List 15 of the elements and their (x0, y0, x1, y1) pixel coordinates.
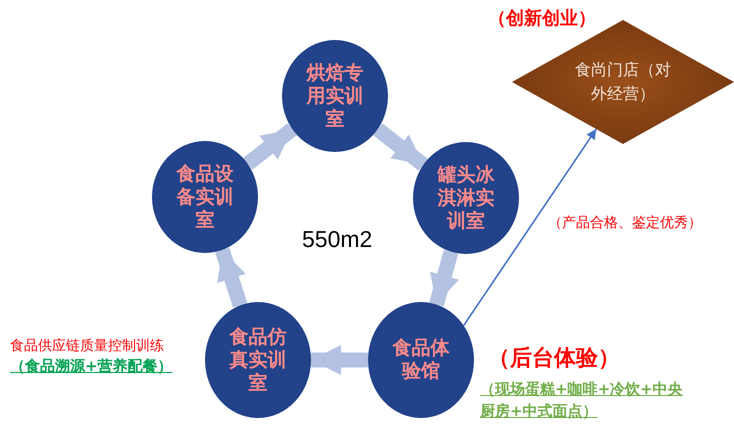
note-text: （现场蛋糕+咖啡+冷饮+中央厨房+中式面点） (480, 379, 684, 422)
circle-node: 食品设备实训室 (152, 141, 258, 253)
circle-node: 食品体验馆 (368, 302, 474, 418)
block-arrow (311, 345, 368, 375)
circle-node: 烘焙专用实训室 (282, 40, 388, 152)
block-arrow (243, 123, 297, 170)
circle-node: 食品仿真实训室 (205, 302, 311, 418)
block-arrow (429, 250, 459, 306)
area-label: 550m2 (302, 226, 372, 253)
block-arrow (373, 123, 428, 171)
circle-node: 罐头冰淇淋实训室 (413, 142, 519, 254)
note-text: （后台体验） (488, 345, 621, 373)
note-text: （食品溯源+营养配餐） (10, 357, 174, 376)
note-text: 食品供应链质量控制训练 (10, 337, 165, 355)
arrow (462, 128, 597, 326)
